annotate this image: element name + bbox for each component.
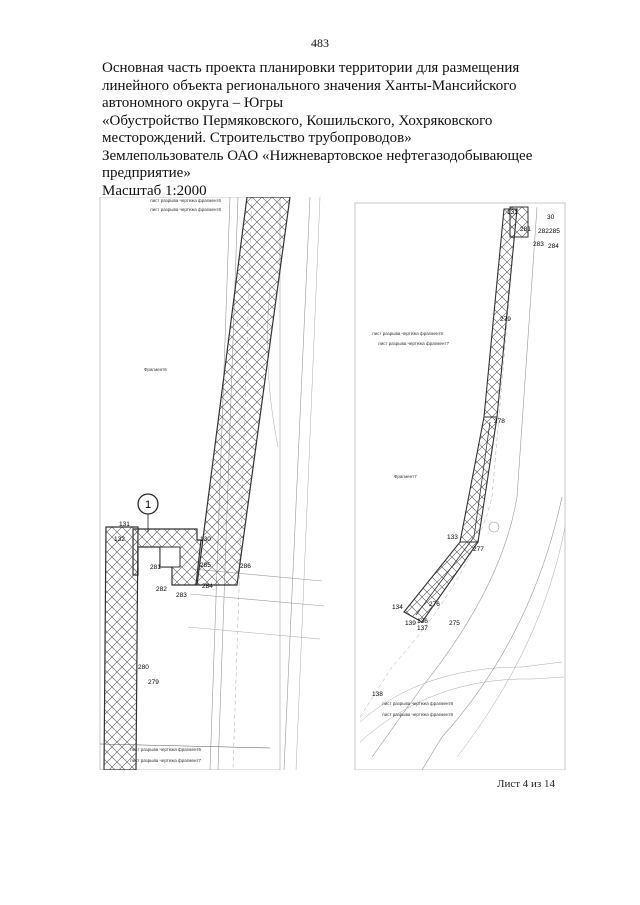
unused (325, 217, 375, 770)
planning-map: 1 лист разрыва чертежа фрагмент6 лист ра… (92, 197, 568, 770)
heading-line: месторождений. Строительство трубопровод… (102, 130, 412, 146)
point-label: 30 (547, 214, 555, 221)
corridor-strip (483, 208, 518, 418)
road-line (359, 206, 518, 718)
corridor-strip (196, 197, 291, 586)
point-label: 279 (148, 679, 159, 686)
right-frame (354, 202, 566, 770)
road-line (421, 496, 563, 770)
point-label: 286 (240, 563, 251, 570)
break-label: лист разрыва чертежа фрагмент6 (130, 747, 202, 752)
road-line (187, 626, 321, 640)
point-label: 131 (119, 521, 130, 528)
point-label: 275 (449, 620, 460, 627)
heading-line: автономного округа – Югры (102, 95, 284, 111)
scale-line: Масштаб 1:2000 (102, 182, 207, 199)
fragment-label: Фрагмент7 (394, 474, 417, 479)
point-label: 282 (538, 228, 549, 235)
point-label: 278 (494, 418, 505, 425)
road-line (359, 676, 565, 743)
break-label: лист разрыва чертежа фрагмент6 (150, 198, 222, 203)
break-label: лист разрыва чертежа фрагмент6 (150, 207, 222, 212)
point-label: 281 (150, 564, 161, 571)
break-label: лист разрыва чертежа фрагмент7 (378, 341, 450, 346)
road-line (232, 197, 253, 770)
point-label: 283 (533, 241, 544, 248)
notch-rect (159, 546, 181, 568)
point-label: 281 (520, 226, 531, 233)
point-label: 282 (156, 586, 167, 593)
road-line (283, 197, 311, 770)
heading-line: предприятие» (102, 165, 191, 181)
point-label: 284 (202, 583, 213, 590)
road-line (456, 526, 566, 758)
corridor-block (509, 206, 529, 238)
callout-label: 1 (145, 499, 151, 511)
corridor-strip (459, 416, 498, 543)
road-line (371, 206, 538, 758)
point-label: 139 (405, 620, 416, 627)
page-number: 483 (311, 36, 329, 50)
road-line (295, 197, 321, 770)
point-label: 134 (392, 604, 403, 611)
point-label: 279 (500, 316, 511, 323)
break-label: лист разрыва чертежа фрагмент7 (130, 758, 202, 763)
corridor-axis (415, 421, 491, 616)
point-label: 280 (138, 664, 149, 671)
heading-line: «Обустройство Пермяковского, Кошильского… (102, 112, 493, 129)
point-label: 131 (507, 209, 518, 216)
road-line (359, 661, 563, 723)
fragment-label: Фрагмент6 (144, 367, 167, 372)
point-label: 137 (417, 625, 428, 632)
point-label: 132 (114, 536, 125, 543)
corridor-strip-lower (103, 526, 139, 770)
break-label: лист разрыва чертежа фрагмент6 (372, 331, 444, 336)
heading-line: Основная часть проекта планировки террит… (102, 60, 520, 76)
break-line (99, 743, 271, 749)
point-label: 133 (447, 534, 458, 541)
point-label: 277 (473, 546, 484, 553)
point-label: 283 (176, 592, 187, 599)
road-line (189, 593, 325, 607)
heading-line: линейного объекта регионального значения… (102, 77, 517, 94)
point-label: 130 (200, 536, 211, 543)
left-drawing: 1 лист разрыва чертежа фрагмент6 лист ра… (99, 197, 325, 770)
point-label: 285 (200, 562, 211, 569)
point-label: 276 (429, 601, 440, 608)
sheet-number: Лист 4 из 14 (497, 778, 556, 790)
point-label: 285 (549, 228, 560, 235)
heading-line: Землепользователь ОАО «Нижневартовское н… (102, 147, 533, 164)
break-label: лист разрыва чертежа фрагмент8 (382, 712, 454, 717)
marker-circle (488, 521, 500, 533)
document-heading: Основная часть проекта планировки террит… (102, 60, 562, 200)
point-label: 138 (372, 691, 383, 698)
point-label: 136 (417, 618, 428, 625)
right-drawing: лист разрыва чертежа фрагмент6 лист разр… (325, 202, 566, 770)
left-frame (99, 197, 281, 770)
point-label: 284 (548, 243, 559, 250)
break-label: лист разрыва чертежа фрагмент8 (382, 701, 454, 706)
